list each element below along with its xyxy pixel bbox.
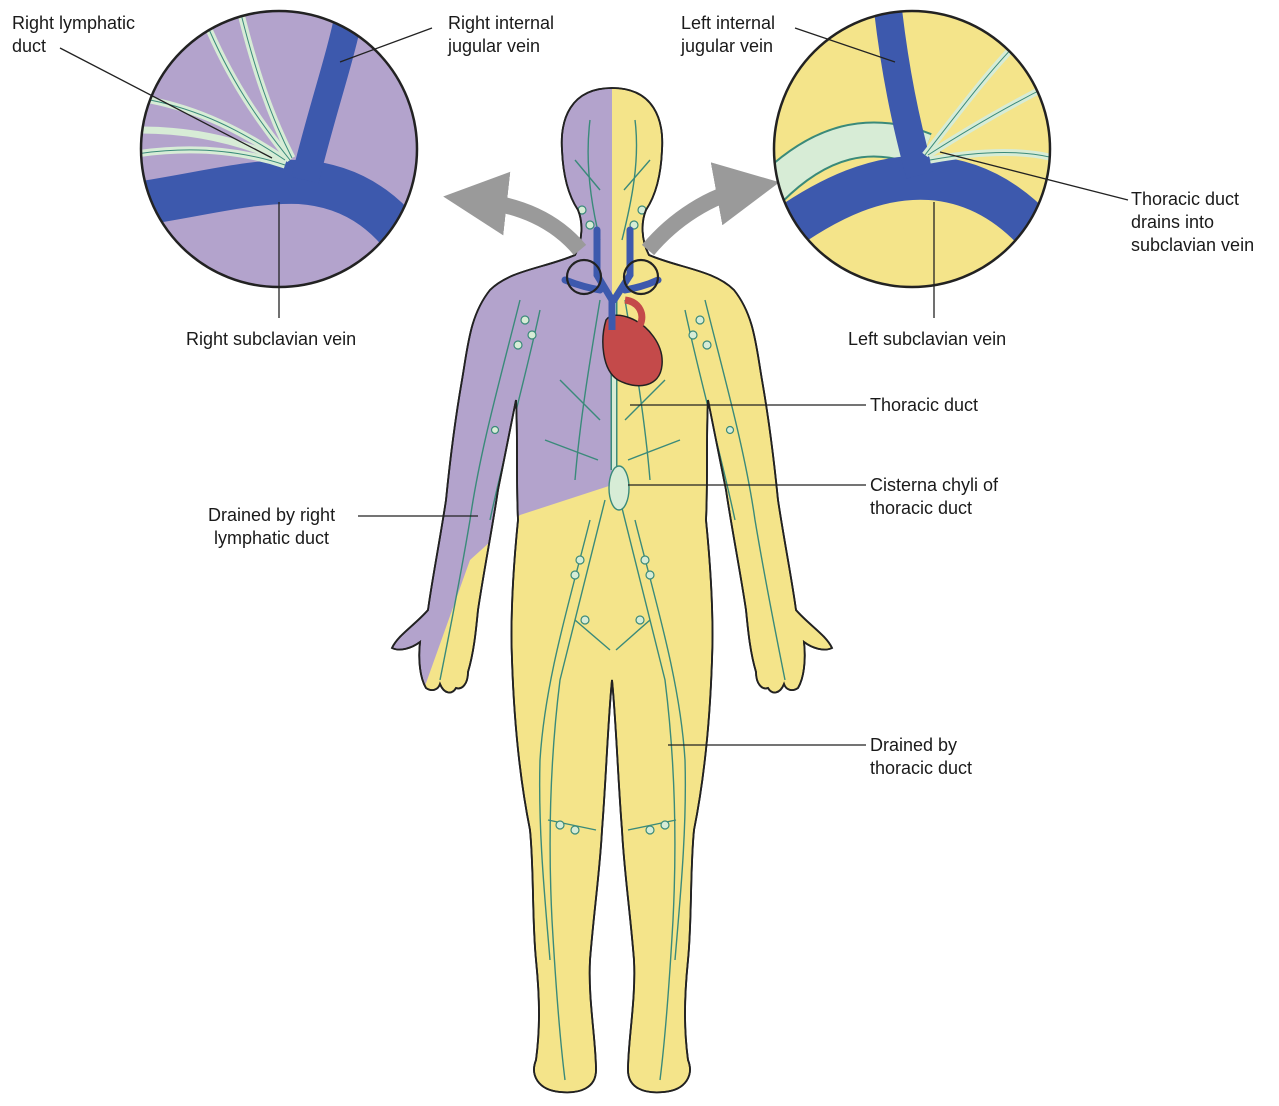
label-thoracic-duct-drains: Thoracic duct drains into subclavian vei…	[1131, 188, 1254, 257]
cisterna-chyli	[609, 466, 629, 510]
label-thoracic-duct: Thoracic duct	[870, 394, 978, 417]
left-junction-inset	[770, 0, 1070, 300]
label-right-lymphatic-duct: Right lymphatic duct	[12, 12, 135, 58]
label-left-internal-jugular-vein: Left internal jugular vein	[681, 12, 775, 58]
right-zoom-arrow	[648, 188, 748, 250]
label-cisterna-chyli: Cisterna chyli of thoracic duct	[870, 474, 998, 520]
label-right-internal-jugular-vein: Right internal jugular vein	[448, 12, 554, 58]
label-drained-by-right-lymphatic-duct: Drained by right lymphatic duct	[208, 504, 335, 550]
label-right-subclavian-vein: Right subclavian vein	[186, 328, 356, 351]
left-drainage-region	[380, 80, 612, 1100]
label-left-subclavian-vein: Left subclavian vein	[848, 328, 1006, 351]
left-zoom-arrow	[475, 200, 580, 250]
human-body-figure	[380, 80, 852, 1100]
label-drained-by-thoracic-duct: Drained by thoracic duct	[870, 734, 972, 780]
